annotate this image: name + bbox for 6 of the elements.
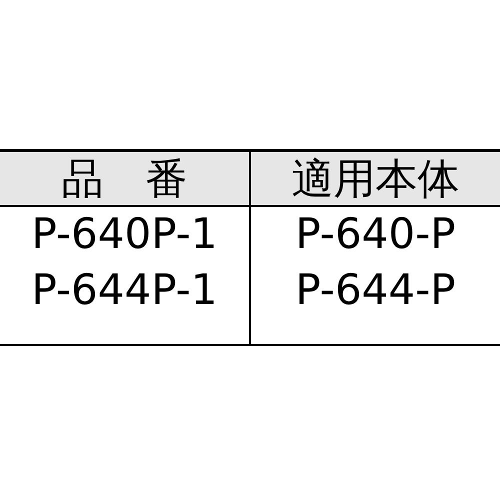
part-number: P-644P-1 [31, 269, 218, 311]
header-cell: 品 番 [0, 152, 249, 205]
part-number: P-640P-1 [31, 213, 218, 255]
part-number: P-644-P [295, 269, 456, 311]
header-cell: 適用本体 [251, 152, 500, 205]
part-number: P-640-P [295, 213, 456, 255]
